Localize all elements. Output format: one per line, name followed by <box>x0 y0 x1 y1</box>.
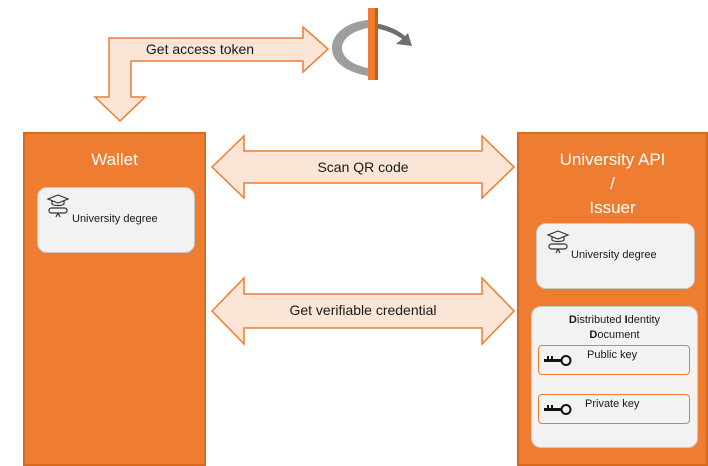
did-card[interactable]: Distributed Identity Document Public key… <box>531 306 698 448</box>
issuer-title-line1: University API <box>559 150 666 169</box>
wallet-degree-card[interactable]: University degree <box>37 187 195 253</box>
private-key-box[interactable]: Private key <box>538 394 690 424</box>
public-key-label: Public key <box>587 349 638 361</box>
openid-logo-icon <box>332 8 412 80</box>
did-title: Distributed Identity Document <box>568 314 661 341</box>
credential-label: Get verifiable credential <box>289 302 437 318</box>
access-token-arrow <box>93 25 330 123</box>
private-key-label: Private key <box>585 398 640 410</box>
issuer-title-line3: Issuer <box>589 198 636 217</box>
access-token-label: Get access token <box>145 41 255 57</box>
scan-qr-arrow <box>210 134 516 200</box>
public-key-box[interactable]: Public key <box>538 345 690 375</box>
wallet-title: Wallet <box>91 150 138 169</box>
issuer-panel: University API / Issuer University degre… <box>517 132 708 466</box>
issuer-title-line2: / <box>610 174 615 193</box>
scan-qr-label: Scan QR code <box>317 159 409 175</box>
key-icon <box>544 355 572 366</box>
graduation-diploma-icon <box>46 194 70 218</box>
wallet-panel: Wallet University degree <box>23 132 206 466</box>
issuer-degree-label: University degree <box>571 249 657 261</box>
credential-arrow <box>210 276 516 346</box>
issuer-degree-card[interactable]: University degree <box>536 223 695 289</box>
wallet-degree-label: University degree <box>72 213 158 225</box>
graduation-diploma-icon <box>546 230 570 254</box>
key-icon <box>544 404 572 415</box>
